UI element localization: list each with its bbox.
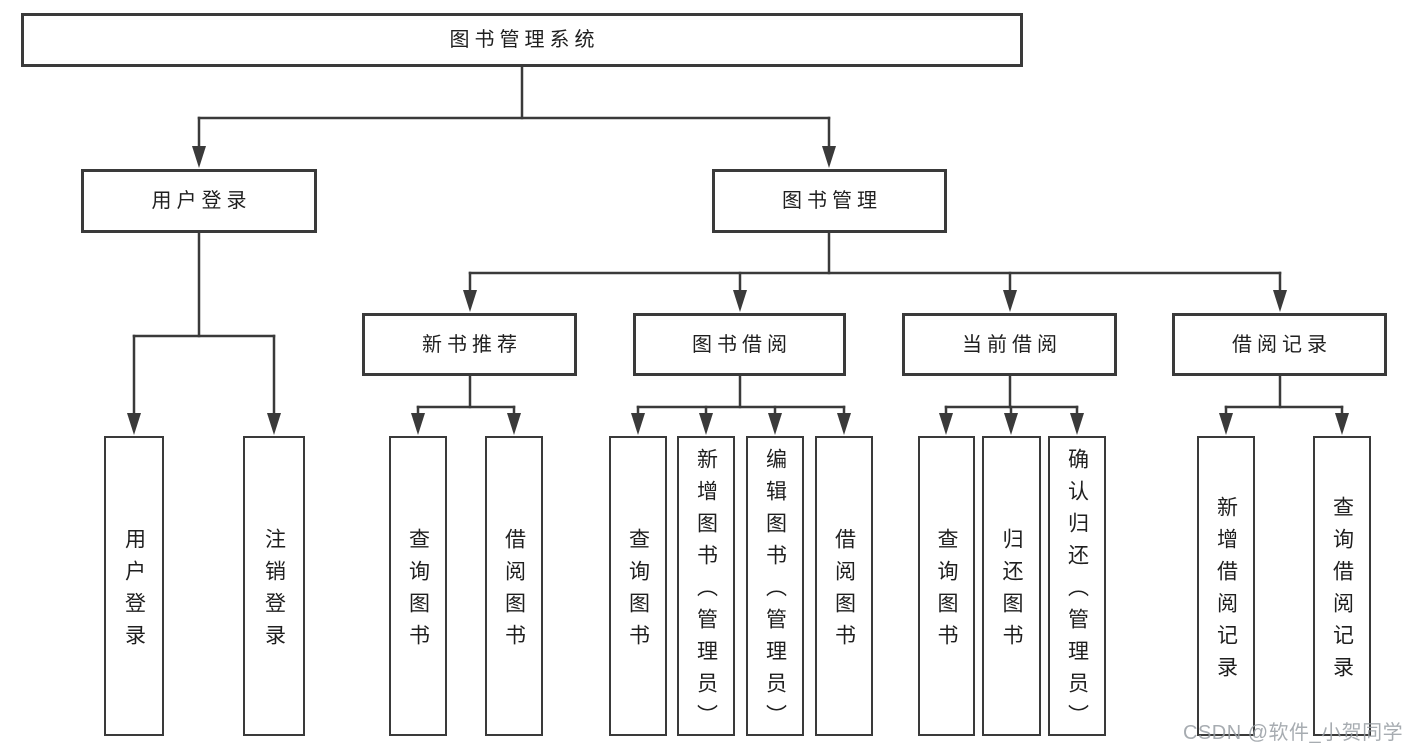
leaf-bb-add-books-label: 新增图书（管理员） [694,447,718,736]
arrow-down-icon [837,413,851,435]
node-user-login-label: 用户登录 [151,190,252,212]
node-current-borrow: 当前借阅 [902,313,1117,376]
arrow-down-icon [1219,413,1233,435]
leaf-nb-query-books: 查询图书 [389,436,447,736]
leaf-nb-borrow-books-label: 借阅图书 [502,527,526,656]
node-root-label: 图书管理系统 [449,29,600,51]
leaf-user-login-label: 用户登录 [122,527,146,656]
leaf-cb-confirm-return-label: 确认归还（管理员） [1065,447,1089,736]
leaf-cb-return-books-label: 归还图书 [1000,527,1023,656]
arrow-down-icon [1004,413,1018,435]
leaf-bb-borrow-books-label: 借阅图书 [832,527,856,656]
arrow-down-icon [631,413,645,435]
leaf-nb-query-books-label: 查询图书 [406,527,430,656]
arrow-down-icon [822,146,836,168]
arrow-down-icon [768,413,782,435]
node-book-mgmt: 图书管理 [712,169,947,233]
arrowheads [127,146,1349,435]
arrow-down-icon [507,413,521,435]
node-new-book-rec: 新书推荐 [362,313,577,376]
node-user-login: 用户登录 [81,169,317,233]
leaf-bb-query-books: 查询图书 [609,436,667,736]
arrow-down-icon [1070,413,1084,435]
arrow-down-icon [267,413,281,435]
leaf-cb-query-books: 查询图书 [918,436,975,736]
node-book-borrow-label: 图书借阅 [692,333,792,356]
leaf-user-login: 用户登录 [104,436,164,736]
leaf-cb-confirm-return: 确认归还（管理员） [1048,436,1106,736]
leaf-bb-query-books-label: 查询图书 [626,527,650,656]
leaf-bb-add-books: 新增图书（管理员） [677,436,735,736]
leaf-bb-edit-books-label: 编辑图书（管理员） [763,447,787,736]
node-book-mgmt-label: 图书管理 [782,190,882,212]
arrow-down-icon [699,413,713,435]
arrow-down-icon [1335,413,1349,435]
leaf-logout: 注销登录 [243,436,305,736]
arrow-down-icon [192,146,206,168]
leaf-cb-query-books-label: 查询图书 [935,527,958,656]
leaf-bb-edit-books: 编辑图书（管理员） [746,436,804,736]
arrow-down-icon [463,290,477,312]
arrow-down-icon [411,413,425,435]
leaf-br-add-record-label: 新增借阅记录 [1214,495,1238,688]
arrow-down-icon [733,290,747,312]
leaf-nb-borrow-books: 借阅图书 [485,436,543,736]
node-book-borrow: 图书借阅 [633,313,846,376]
leaf-br-query-record-label: 查询借阅记录 [1330,495,1354,688]
leaf-bb-borrow-books: 借阅图书 [815,436,873,736]
leaf-logout-label: 注销登录 [262,527,286,656]
arrow-down-icon [1003,290,1017,312]
node-root: 图书管理系统 [21,13,1023,67]
arrow-down-icon [939,413,953,435]
leaf-br-query-record: 查询借阅记录 [1313,436,1371,736]
leaf-br-add-record: 新增借阅记录 [1197,436,1255,736]
node-borrow-records-label: 借阅记录 [1232,333,1332,356]
leaf-cb-return-books: 归还图书 [982,436,1041,736]
node-borrow-records: 借阅记录 [1172,313,1387,376]
arrow-down-icon [1273,290,1287,312]
node-new-book-rec-label: 新书推荐 [422,333,522,356]
csdn-watermark: CSDN @软件_小贺同学 [1183,722,1404,744]
arrow-down-icon [127,413,141,435]
node-current-borrow-label: 当前借阅 [962,333,1062,356]
